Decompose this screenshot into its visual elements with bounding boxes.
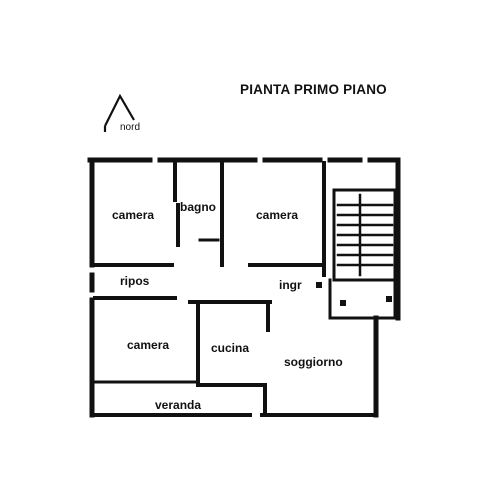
north-label: nord (120, 122, 141, 133)
north-arrow-icon (103, 93, 135, 132)
room-label-soggiorno: soggiorno (284, 355, 343, 369)
landing-walls (328, 278, 400, 320)
wall-bagno-left (173, 161, 180, 247)
plan-title: PIANTA PRIMO PIANO (240, 82, 387, 97)
stair-walls (332, 188, 397, 320)
room-label-camera-top-left: camera (112, 208, 155, 222)
room-label-camera-top-right: camera (256, 208, 299, 222)
room-label-camera-bottom: camera (127, 338, 170, 352)
door-markers (316, 282, 392, 306)
room-label-bagno: bagno (180, 200, 216, 214)
walls (87, 157, 401, 418)
room-label-ripos: ripos (120, 274, 150, 288)
room-label-veranda: veranda (155, 398, 202, 412)
room-label-cucina: cucina (211, 341, 250, 355)
room-label-ingr: ingr (279, 278, 302, 292)
stair-treads (336, 193, 394, 277)
wall-ripos-bottom (93, 296, 272, 304)
outer-wall-right (373, 157, 401, 418)
